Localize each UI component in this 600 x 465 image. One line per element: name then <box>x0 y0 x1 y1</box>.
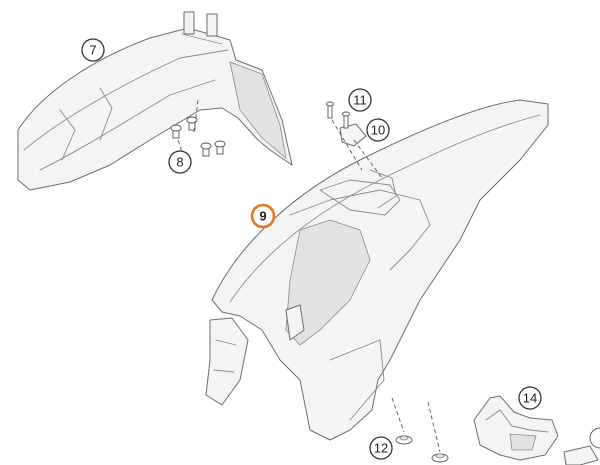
svg-text:10: 10 <box>371 123 385 138</box>
callout-14[interactable]: 14 <box>518 386 542 410</box>
bracket-part[interactable] <box>473 395 600 465</box>
svg-text:7: 7 <box>89 43 96 58</box>
svg-text:11: 11 <box>353 93 367 108</box>
small-screws-part[interactable] <box>326 101 363 171</box>
callout-12[interactable]: 12 <box>369 436 393 460</box>
callout-7[interactable]: 7 <box>81 38 105 62</box>
nuts-part[interactable] <box>391 397 449 463</box>
svg-text:14: 14 <box>523 391 537 406</box>
rear-fender-part[interactable] <box>205 99 549 441</box>
front-fender-part[interactable] <box>17 11 293 191</box>
fender-screws-part[interactable] <box>170 99 226 157</box>
callout-8[interactable]: 8 <box>168 150 192 174</box>
svg-text:9: 9 <box>259 209 266 224</box>
callout-11[interactable]: 11 <box>348 88 372 112</box>
svg-text:8: 8 <box>176 155 183 170</box>
svg-text:12: 12 <box>374 441 388 456</box>
clip-part[interactable] <box>339 123 383 179</box>
callout-9[interactable]: 9 <box>250 203 276 229</box>
callout-10[interactable]: 10 <box>366 118 390 142</box>
